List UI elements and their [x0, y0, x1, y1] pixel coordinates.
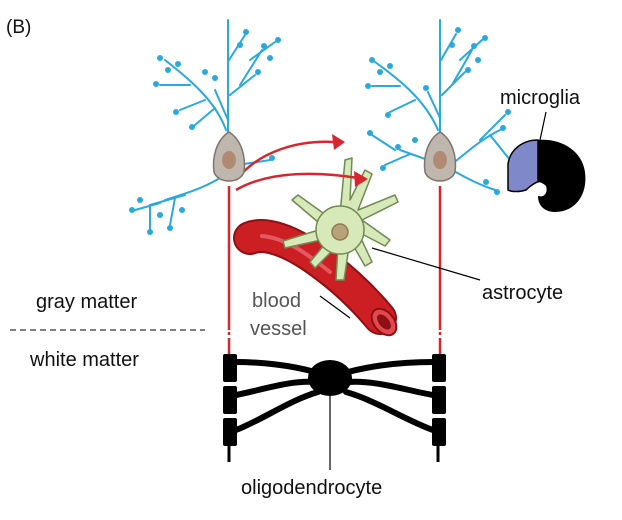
left-neuron-dendrites — [134, 19, 276, 231]
astrocyte — [282, 157, 399, 281]
pointer-lines — [319, 111, 547, 470]
blood-label: blood — [252, 290, 301, 312]
microglia-label: microglia — [500, 87, 581, 109]
oligodendrocyte-label: oligodendrocyte — [241, 477, 383, 499]
oligodendrocyte — [223, 354, 446, 462]
right-neuron-dendrites — [371, 19, 511, 191]
panel-label: (B) — [6, 17, 32, 38]
gray-matter-label: gray matter — [36, 291, 138, 313]
axons — [227, 140, 442, 356]
right-neuron-soma — [423, 131, 457, 182]
microglia — [507, 139, 586, 212]
astrocyte-label: astrocyte — [482, 282, 564, 304]
white-matter-label: white matter — [30, 349, 139, 371]
left-dendrite-spines — [129, 29, 281, 235]
vessel-label: vessel — [250, 318, 307, 340]
left-neuron-soma — [212, 131, 246, 182]
axon-arrowheads — [332, 134, 368, 187]
